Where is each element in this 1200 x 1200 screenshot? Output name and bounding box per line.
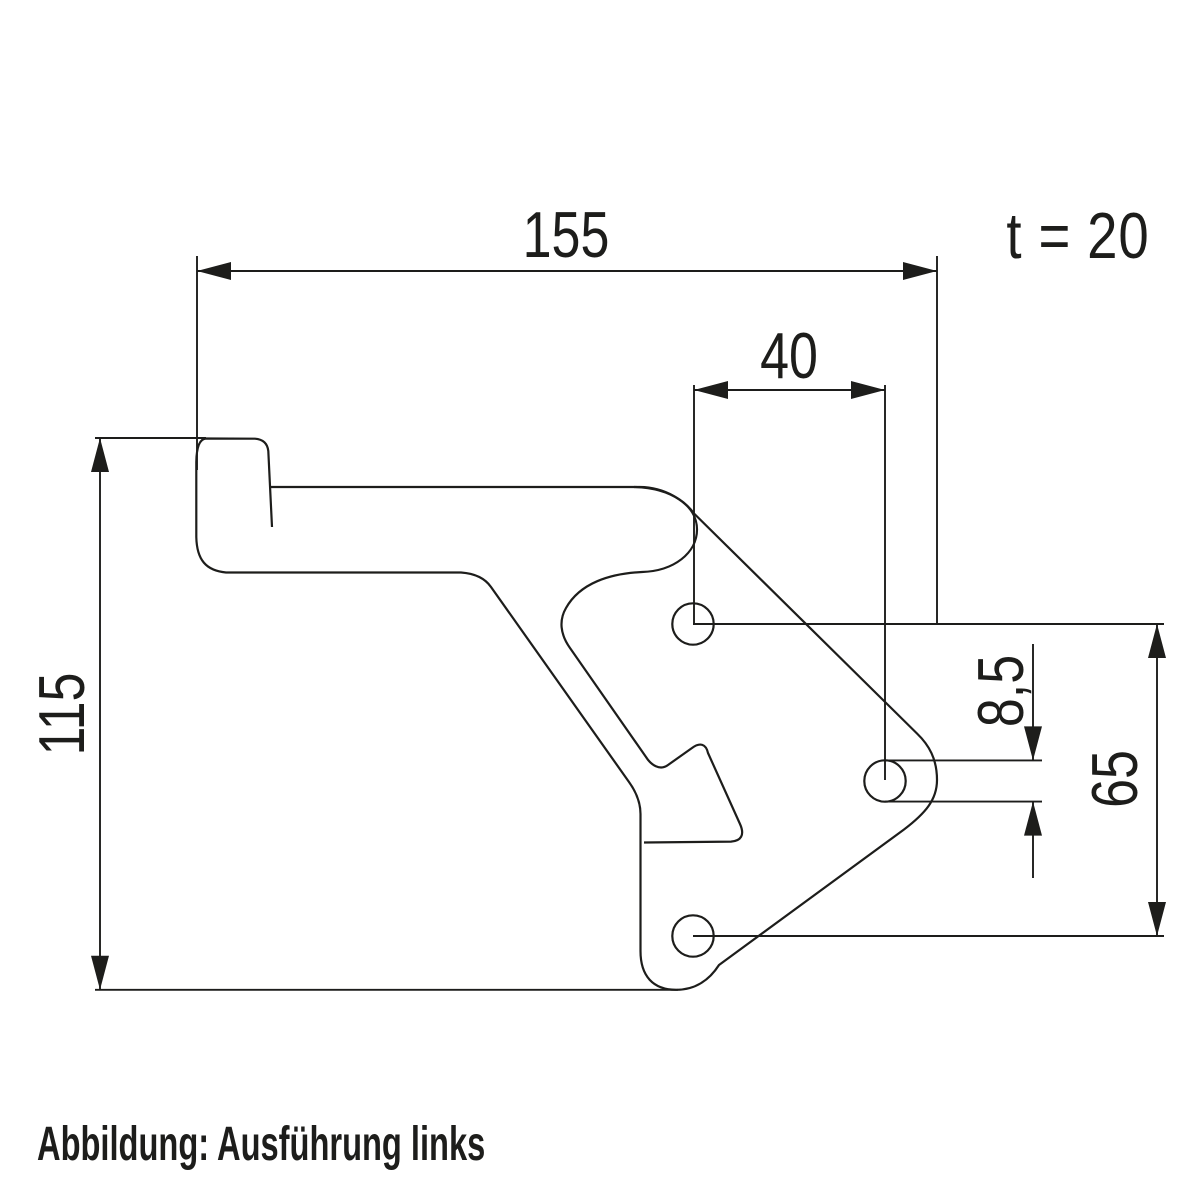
dimension-label-8-5: 8,5 (966, 655, 1038, 727)
dimension-hole-diameter: 8,5 (885, 644, 1042, 878)
drawing-caption: Abbildung: Ausführung links (37, 1117, 485, 1171)
dimension-label-65: 65 (1080, 750, 1152, 808)
thickness-label: t = 20 (1006, 200, 1149, 273)
dimension-hole-offset-x: 40 (693, 321, 886, 780)
dimension-label-155: 155 (523, 200, 610, 272)
bracket-inner-contour (560, 485, 744, 844)
bracket-part (195, 437, 939, 991)
dimension-label-115: 115 (27, 673, 99, 756)
bracket-outer-contour (195, 437, 939, 991)
dimension-hole-offset-y: 65 (693, 623, 1166, 937)
dimension-label-40: 40 (760, 321, 818, 393)
dimension-overall-width: 155 (196, 200, 938, 623)
dimension-overall-height: 115 (27, 437, 678, 991)
